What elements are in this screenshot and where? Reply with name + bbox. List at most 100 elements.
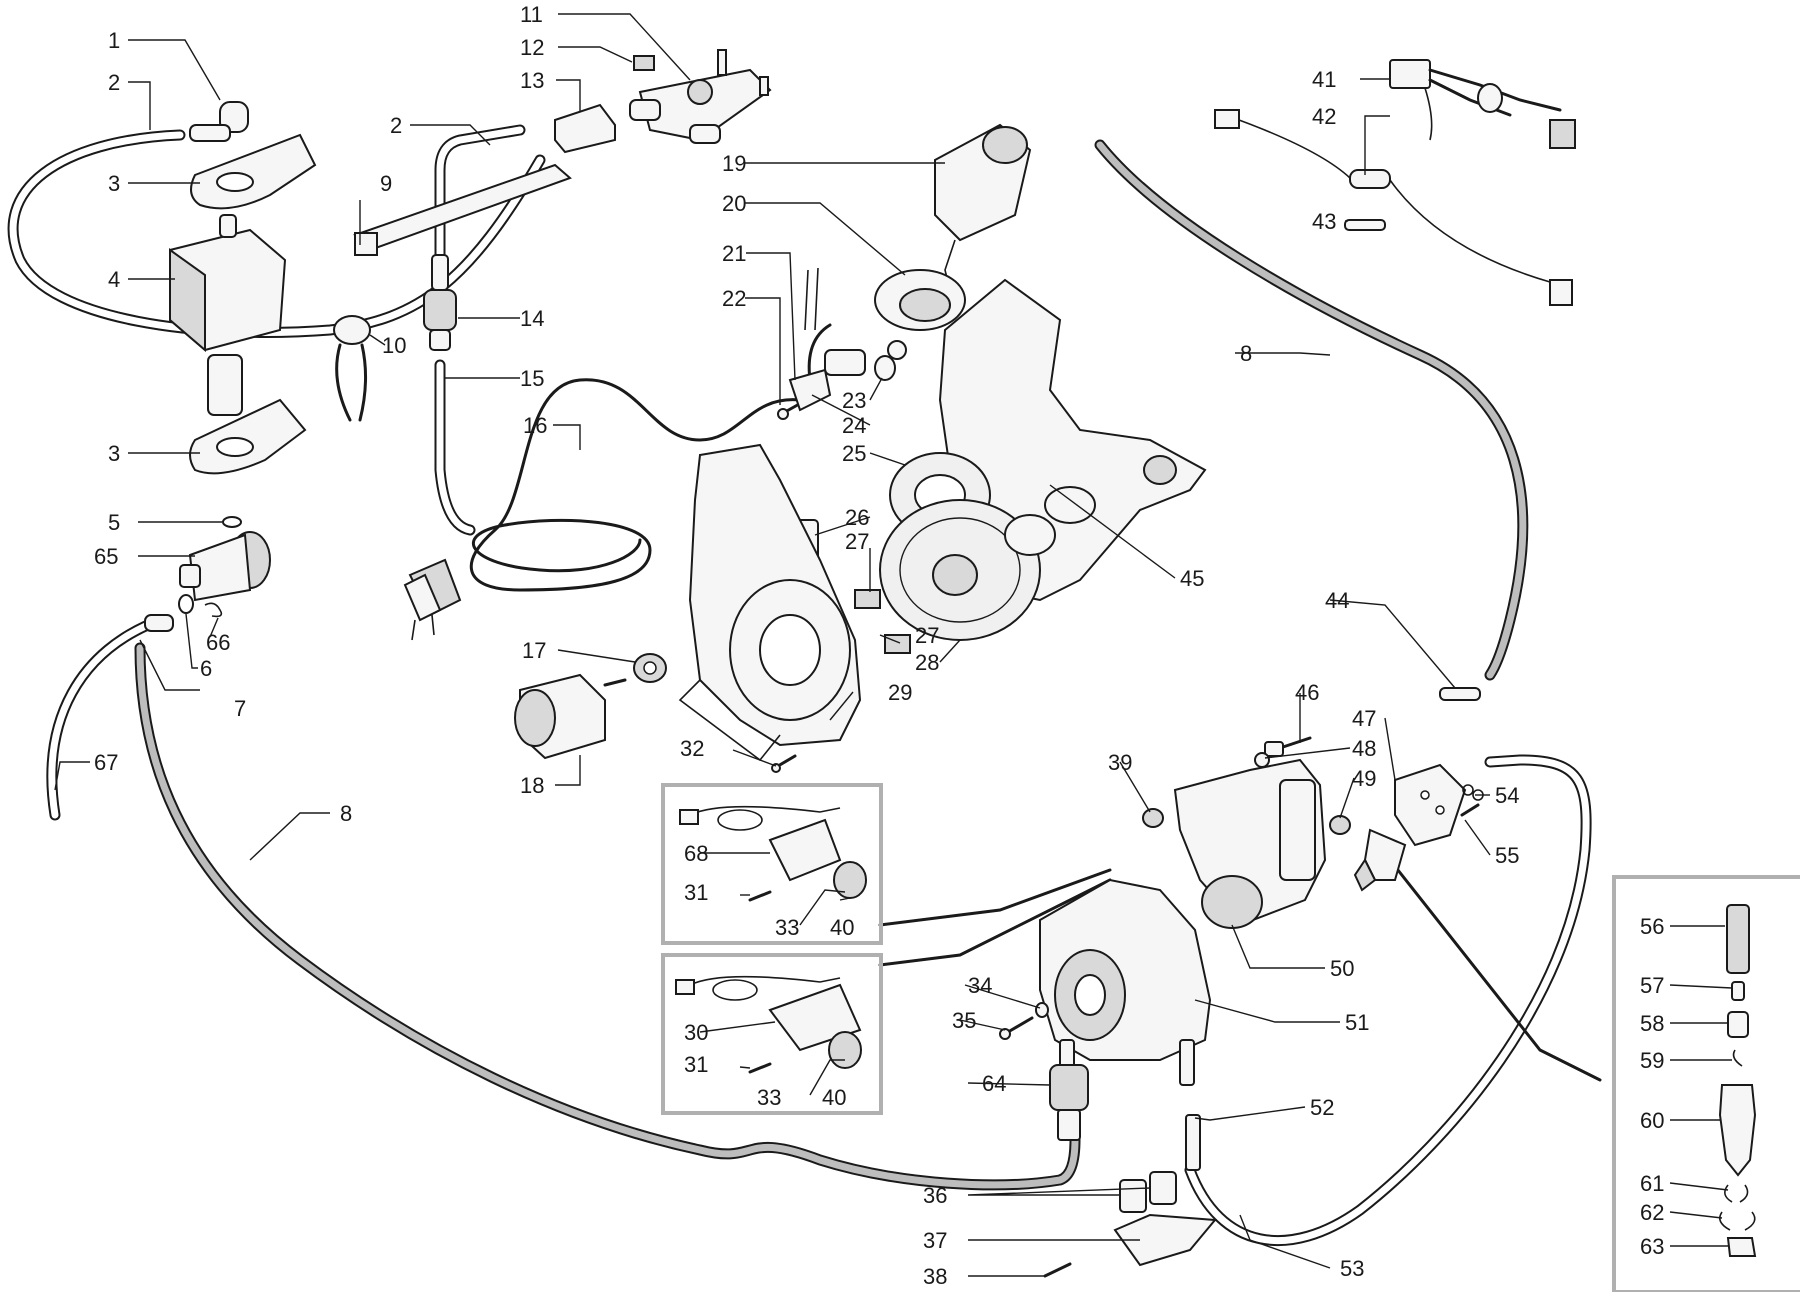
callout-13: 13: [520, 68, 544, 93]
part-28-main-gear: [879, 499, 1056, 641]
callout-60: 60: [1640, 1108, 1664, 1133]
callout-67: 67: [94, 750, 118, 775]
part-10-thermal-fuse: [333, 315, 371, 422]
callout-17: 17: [522, 638, 546, 663]
callout-25: 25: [842, 441, 866, 466]
callout-15: 15: [520, 366, 544, 391]
callout-7: 7: [234, 696, 246, 721]
hose-53: [1184, 754, 1592, 1246]
callout-27-lower: 27: [915, 623, 939, 648]
callout-58: 58: [1640, 1011, 1664, 1036]
part-65-valve: [179, 531, 271, 602]
callout-53: 53: [1340, 1256, 1364, 1281]
part-11-flowmeter: [629, 49, 772, 144]
part-54-o-rings: [1462, 784, 1484, 801]
part-51-boiler: [1039, 878, 1212, 1086]
callout-68: 68: [684, 841, 708, 866]
callout-6: 6: [200, 656, 212, 681]
callout-10: 10: [382, 333, 406, 358]
callout-55: 55: [1495, 843, 1519, 868]
callout-48: 48: [1352, 736, 1376, 761]
callout-31-upper: 31: [684, 880, 708, 905]
part-6-o-ring: [178, 594, 194, 614]
part-18-motor: [514, 673, 627, 760]
callout-38: 38: [923, 1264, 947, 1289]
callout-18: 18: [520, 773, 544, 798]
callout-42: 42: [1312, 104, 1336, 129]
part-50-heater-bracket: [1173, 758, 1327, 929]
part-43-fuse: [1344, 219, 1386, 231]
part-35-screw: [999, 1016, 1034, 1040]
callout-34: 34: [968, 973, 992, 998]
callout-31-lower: 31: [684, 1052, 708, 1077]
callout-11: 11: [520, 2, 543, 27]
callout-56: 56: [1640, 914, 1664, 939]
part-17-nut: [633, 653, 667, 683]
callout-labels: 1 2 2 3 3 4 5 6 7 8 8 9 10 11 12 13 14 1…: [94, 2, 1664, 1289]
part-49-nut: [1329, 815, 1351, 835]
callout-3-upper: 3: [108, 171, 120, 196]
part-41-harness: [1389, 59, 1576, 149]
callout-40-lower: 40: [822, 1085, 846, 1110]
callout-9: 9: [380, 171, 392, 196]
part-46-screw: [1264, 736, 1312, 757]
part-3-bracket-lower: [189, 398, 307, 475]
part-4-pump-coil: [169, 214, 287, 416]
part-14-fitting: [423, 254, 457, 351]
part-27-clip-upper: [854, 589, 881, 609]
callout-57: 57: [1640, 973, 1664, 998]
part-47-block: [1394, 763, 1467, 847]
part-20-motor-mount: [874, 269, 966, 331]
part-42-cable: [1214, 109, 1573, 306]
part-29-cover-plate: [678, 443, 862, 762]
callout-30: 30: [684, 1020, 708, 1045]
valve-fitting: [1353, 828, 1407, 892]
callout-33-upper: 33: [775, 915, 799, 940]
callout-5: 5: [108, 510, 120, 535]
callout-40-upper: 40: [830, 915, 854, 940]
callout-51: 51: [1345, 1010, 1369, 1035]
part-64-sleeve: [1049, 1064, 1089, 1141]
callout-35: 35: [952, 1008, 976, 1033]
callout-41: 41: [1312, 67, 1336, 92]
callout-4: 4: [108, 267, 120, 292]
callout-23: 23: [842, 388, 866, 413]
callout-1: 1: [108, 28, 120, 53]
part-23-bushing: [874, 340, 907, 381]
part-39-nut: [1142, 808, 1164, 828]
part-19-gear-motor: [934, 123, 1032, 311]
callout-62: 62: [1640, 1200, 1664, 1225]
callout-29: 29: [888, 680, 912, 705]
inset-box-56-63: [1612, 875, 1800, 1292]
part-21-cable-clamp: [804, 267, 866, 382]
callout-52: 52: [1310, 1095, 1334, 1120]
part-52-fitting: [1185, 1114, 1201, 1171]
part-37-bracket: [1113, 1213, 1218, 1267]
connection-lines: [878, 858, 1602, 1082]
tube-15: [434, 359, 476, 536]
part-5-o-ring: [222, 516, 242, 528]
callout-12: 12: [520, 35, 544, 60]
callout-8-left: 8: [340, 801, 352, 826]
callout-37: 37: [923, 1228, 947, 1253]
callout-24: 24: [842, 413, 866, 438]
part-48-washer: [1254, 752, 1270, 768]
hose-8-right: [1094, 139, 1529, 681]
callout-32: 32: [680, 736, 704, 761]
callout-45: 45: [1180, 566, 1204, 591]
callout-26: 26: [845, 505, 869, 530]
callout-19: 19: [722, 151, 746, 176]
callout-64: 64: [982, 1071, 1006, 1096]
callout-20: 20: [722, 191, 746, 216]
callout-66: 66: [206, 630, 230, 655]
part-36-fuses: [1119, 1171, 1177, 1213]
part-38-screw: [1043, 1262, 1072, 1278]
callout-65: 65: [94, 544, 118, 569]
callout-49: 49: [1352, 766, 1376, 791]
callout-8-right: 8: [1240, 341, 1252, 366]
callout-46: 46: [1295, 680, 1319, 705]
callout-59: 59: [1640, 1048, 1664, 1073]
callout-27-upper: 27: [845, 529, 869, 554]
callout-61: 61: [1640, 1171, 1664, 1196]
